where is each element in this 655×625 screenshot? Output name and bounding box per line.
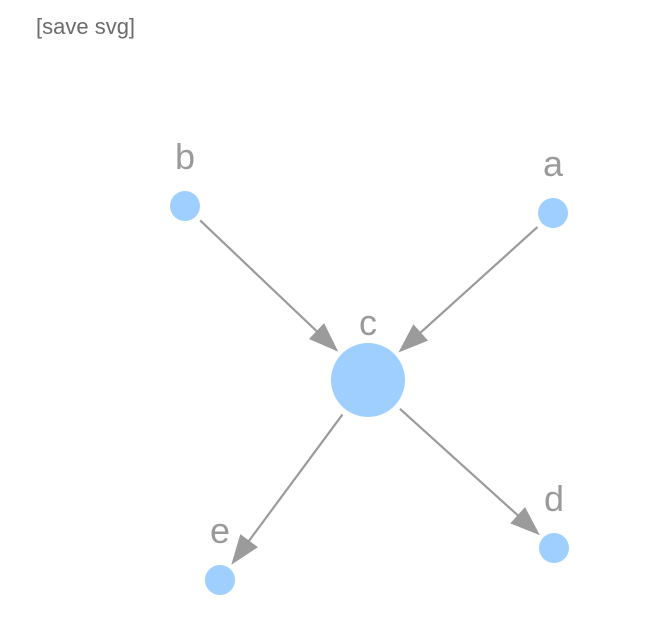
arrowhead-c-d	[510, 506, 540, 536]
edge-a-c	[414, 226, 539, 339]
node-c[interactable]	[331, 343, 405, 417]
node-label-e: e	[210, 510, 230, 551]
edge-c-d	[399, 408, 525, 522]
edge-b-c	[199, 219, 324, 338]
save-svg-link[interactable]: [save svg]	[36, 14, 136, 39]
arrowhead-b-c	[308, 323, 339, 352]
node-label-c: c	[359, 302, 377, 343]
edges-layer	[199, 219, 540, 565]
node-label-b: b	[175, 136, 195, 177]
node-a[interactable]	[538, 198, 568, 228]
node-label-a: a	[543, 143, 564, 184]
arrowhead-c-e	[231, 534, 258, 565]
node-label-d: d	[544, 478, 564, 519]
node-e[interactable]	[205, 565, 235, 595]
node-d[interactable]	[539, 533, 569, 563]
node-b[interactable]	[170, 191, 200, 221]
edge-c-e	[243, 413, 344, 548]
nodes-layer: a b c d e	[170, 136, 569, 595]
arrowhead-a-c	[398, 324, 429, 353]
